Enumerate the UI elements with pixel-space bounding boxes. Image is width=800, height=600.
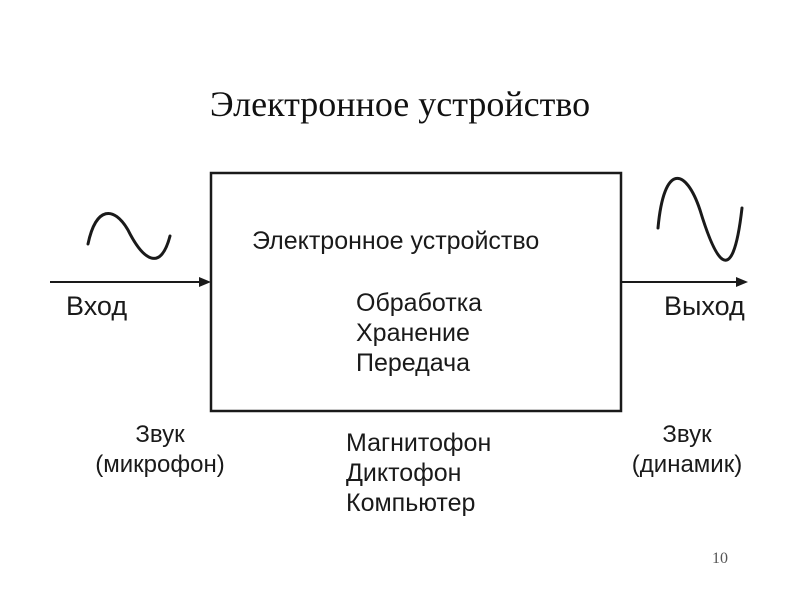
function-item: Передача	[356, 349, 471, 377]
device-box-title: Электронное устройство	[252, 227, 540, 255]
function-item: Хранение	[356, 319, 470, 347]
output-source-label: Звук (динамик)	[612, 420, 762, 480]
input-source-line: (микрофон)	[95, 451, 225, 478]
output-sine-wave-icon	[656, 177, 744, 262]
input-label: Вход	[66, 291, 128, 321]
device-box	[209, 171, 623, 413]
device-example: Магнитофон	[346, 429, 492, 457]
function-item: Обработка	[356, 289, 483, 317]
output-label: Выход	[664, 291, 745, 321]
input-sine-wave-icon	[86, 212, 172, 260]
output-arrow	[621, 277, 748, 287]
device-examples-list: Магнитофон Диктофон Компьютер	[346, 428, 491, 518]
output-source-line: Звук	[662, 421, 712, 448]
output-source-line: (динамик)	[631, 451, 743, 478]
input-source-label: Звук (микрофон)	[80, 420, 240, 480]
device-example: Диктофон	[346, 459, 462, 487]
function-list: Обработка Хранение Передача	[356, 288, 482, 378]
input-arrow	[50, 277, 211, 287]
device-example: Компьютер	[346, 489, 476, 517]
slide-title: Электронное устройство	[209, 84, 591, 124]
page-number: 10	[712, 550, 728, 567]
input-source-line: Звук	[135, 421, 185, 448]
